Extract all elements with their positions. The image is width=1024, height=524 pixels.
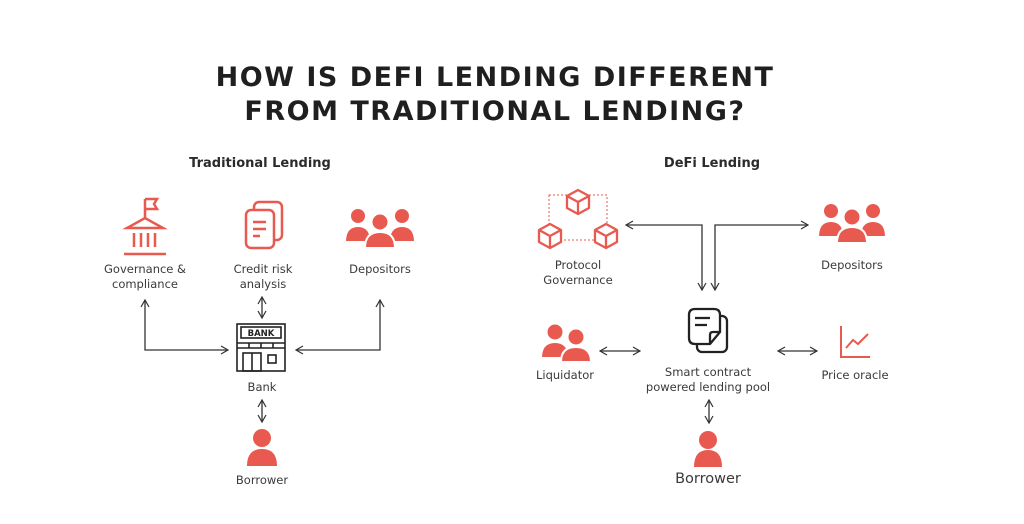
label-line: Protocol [554, 258, 602, 272]
arrow-depositors-bank [294, 298, 385, 355]
label-line: Governance & [104, 262, 186, 276]
liquidator-label: Liquidator [535, 368, 595, 382]
traditional-depositors-label: Depositors [349, 262, 411, 276]
traditional-heading: Traditional Lending [189, 156, 331, 171]
label-line: analysis [239, 277, 287, 291]
person-icon [247, 429, 277, 466]
label-line: Smart contract [664, 365, 752, 379]
bank-icon: BANK [236, 323, 286, 372]
person-icon [694, 431, 722, 467]
bank-label: Bank [247, 380, 277, 394]
two-people-icon [539, 322, 593, 363]
traditional-borrower-label: Borrower [235, 473, 289, 487]
title-line-2: FROM TRADITIONAL LENDING? [244, 96, 746, 127]
line-chart-icon [840, 326, 870, 358]
group-icon [816, 202, 888, 244]
defi-heading: DeFi Lending [663, 156, 761, 171]
group-icon [343, 207, 417, 249]
label-line: powered lending pool [645, 380, 771, 394]
blocks-network-icon [537, 188, 619, 250]
documents-icon [244, 200, 284, 250]
arrow-governance-pool [624, 220, 707, 292]
defi-borrower-label: Borrower [675, 471, 741, 487]
arrow-depositors-pool [710, 220, 810, 292]
traditional-governance-label: Governance &compliance [104, 262, 186, 292]
label-line: Credit risk [233, 262, 293, 276]
arrow-governance-bank [140, 298, 230, 355]
oracle-label: Price oracle [821, 368, 889, 382]
label-line: compliance [112, 277, 178, 291]
defi-depositors-label: Depositors [821, 258, 883, 272]
government-building-icon [122, 197, 168, 256]
title-line-1: HOW IS DEFI LENDING DIFFERENT [215, 62, 775, 93]
smart-contract-icon [687, 307, 729, 354]
label-line: Governance [543, 273, 613, 287]
svg-text:BANK: BANK [248, 329, 275, 339]
